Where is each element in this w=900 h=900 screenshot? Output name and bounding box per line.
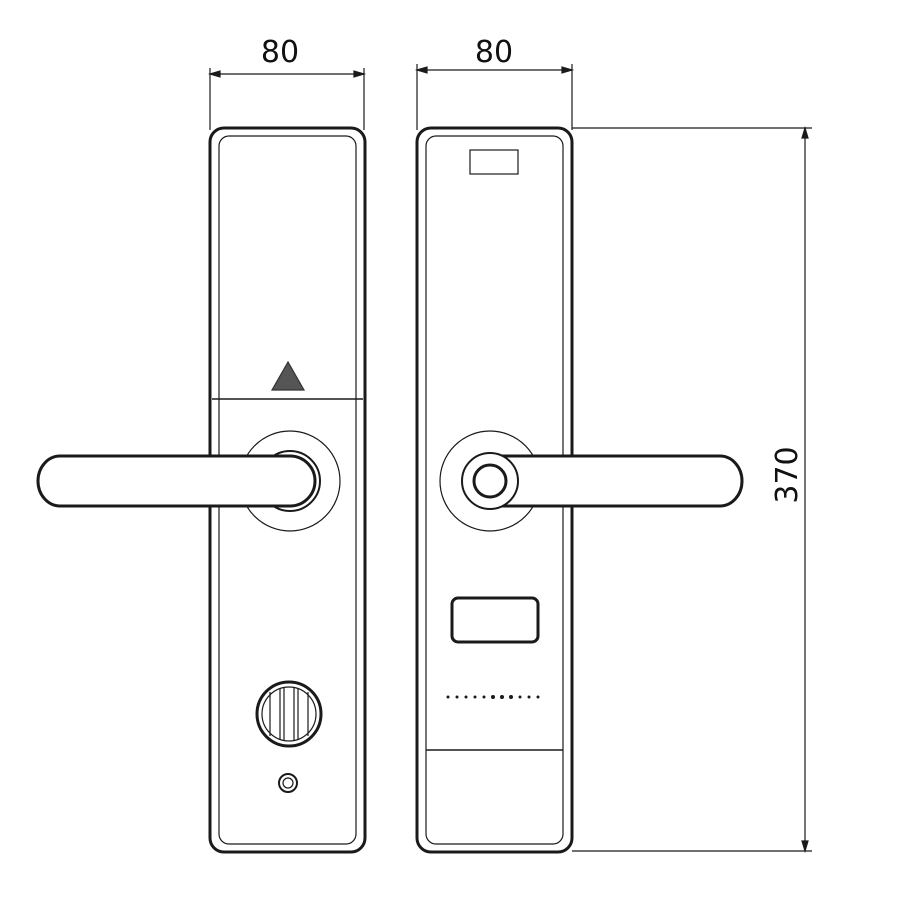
key-hole [278,773,298,793]
front-width-dimension [207,68,367,130]
fingerprint-button [472,463,508,499]
card-reader-panel [450,596,540,644]
keypad-indicator-dots [446,695,540,699]
battery-cover-slot [469,149,519,175]
height-label: 370 [770,446,805,503]
lever-handle [488,454,744,508]
back-width-dimension [414,64,575,130]
thumb-turn [255,680,323,748]
height-dimension [572,125,812,854]
lever-handle [36,454,317,508]
front-view [36,126,367,854]
front-width-label: 80 [261,35,299,70]
back-view [415,126,744,854]
arrow-up-icon [270,360,306,391]
back-width-label: 80 [475,35,513,70]
